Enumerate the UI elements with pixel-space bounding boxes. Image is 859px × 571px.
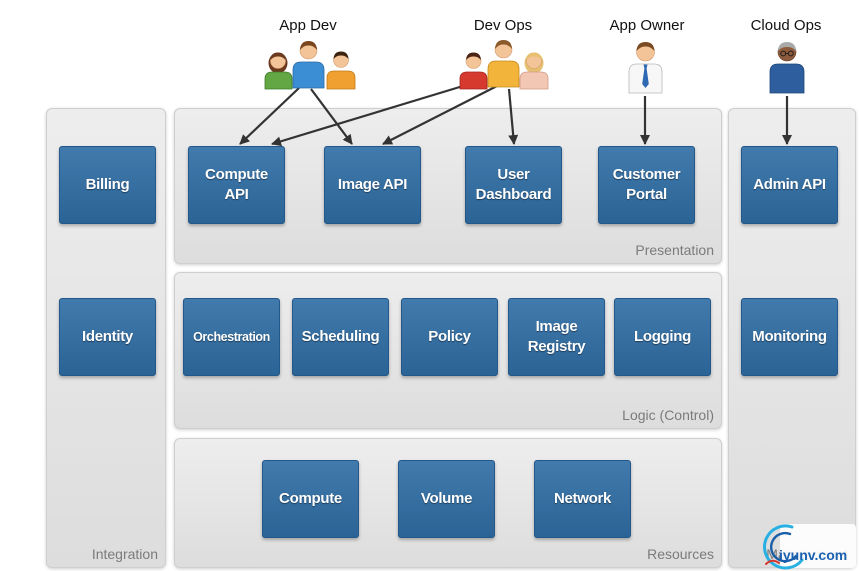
person-body-blue-shirt [769, 63, 805, 94]
person-icon [519, 52, 549, 90]
person-icon [264, 52, 293, 90]
actor-label-app-dev: App Dev [279, 17, 337, 34]
volume-component: Volume [398, 460, 495, 538]
logging-component: Logging [614, 298, 711, 376]
management-layer-panel: Admin API Monitoring Management [728, 108, 856, 568]
image-api-component-label: Image API [337, 176, 408, 193]
presentation-layer-label: Presentation [635, 242, 714, 258]
orchestration-component: Orchestration [183, 298, 280, 376]
compute-component-label: Compute [279, 490, 342, 507]
monitoring-component: Monitoring [741, 298, 838, 376]
user-dashboard-component: User Dashboard [465, 146, 562, 224]
customer-portal-component: Customer Portal [598, 146, 695, 224]
person-icon [459, 52, 488, 90]
identity-component-label: Identity [82, 328, 133, 345]
resources-layer-panel: Compute Volume Network Resources [174, 438, 722, 568]
glasses-icon [780, 50, 794, 57]
person-hair [466, 52, 481, 60]
glasses-lens-right [787, 50, 794, 57]
integration-layer-panel: Billing Identity Integration [46, 108, 166, 568]
person-body-pink [519, 71, 549, 90]
actor-label-app-owner: App Owner [609, 17, 685, 34]
person-hair [526, 52, 542, 60]
image-api-component: Image API [324, 146, 421, 224]
compute-component: Compute [262, 460, 359, 538]
person-head [494, 40, 513, 59]
logging-component-label: Logging [633, 328, 692, 345]
person-body-orange [326, 70, 356, 90]
cloud-ops-person-icon [769, 42, 805, 94]
policy-component: Policy [401, 298, 498, 376]
watermark-outer-arc [763, 524, 804, 570]
customer-portal-component-label: Customer Portal [612, 166, 681, 203]
monitoring-component-label: Monitoring [752, 328, 827, 345]
person-head [270, 53, 286, 69]
watermark-logo: iyunv.com [763, 524, 856, 570]
scheduling-component: Scheduling [292, 298, 389, 376]
person-hair [333, 51, 349, 59]
person-head [777, 42, 797, 62]
admin-api-component-label: Admin API [753, 176, 826, 193]
compute-api-component: Compute API [188, 146, 285, 224]
image-registry-component-label: Image Registry [527, 318, 586, 355]
network-component-label: Network [553, 490, 612, 507]
glasses-lens-left [780, 50, 787, 57]
person-hair [636, 42, 655, 51]
dev-ops-people-icon [459, 40, 549, 90]
app-owner-person-icon [628, 42, 663, 94]
scheduling-component-label: Scheduling [301, 328, 380, 345]
identity-component: Identity [59, 298, 156, 376]
logic-layer-panel: Orchestration Scheduling Policy Image Re… [174, 272, 722, 429]
watermark-red-swoosh [765, 559, 780, 565]
person-icon [326, 51, 356, 90]
actor-label-dev-ops: Dev Ops [473, 17, 533, 34]
actor-label-cloud-ops: Cloud Ops [750, 17, 822, 34]
person-body-blue [292, 61, 325, 89]
person-body-white-shirt [628, 63, 663, 94]
person-body-red [459, 71, 488, 90]
app-dev-people-icon [264, 41, 356, 90]
person-hair [270, 52, 286, 60]
presentation-layer-panel: Compute API Image API User Dashboard Cus… [174, 108, 722, 264]
user-dashboard-component-label: User Dashboard [475, 166, 552, 203]
person-head [465, 53, 482, 69]
integration-layer-label: Integration [91, 546, 158, 562]
resources-layer-label: Resources [647, 546, 714, 562]
person-hair [778, 42, 796, 51]
policy-component-label: Policy [428, 328, 471, 345]
tie-icon [642, 64, 649, 88]
billing-component-label: Billing [85, 176, 130, 193]
billing-component: Billing [59, 146, 156, 224]
person-head [333, 52, 349, 68]
person-body-yellow [487, 60, 520, 88]
logic-layer-label: Logic (Control) [622, 407, 714, 423]
network-component: Network [534, 460, 631, 538]
person-head [526, 53, 542, 69]
person-hair-back [268, 52, 288, 74]
person-body-green [264, 71, 293, 90]
image-registry-component: Image Registry [508, 298, 605, 376]
person-icon [487, 40, 520, 88]
person-hair [300, 41, 317, 50]
watermark-inner-arc [769, 531, 798, 563]
person-hair [495, 40, 512, 49]
admin-api-component: Admin API [741, 146, 838, 224]
volume-component-label: Volume [420, 490, 473, 507]
person-hair-back [524, 52, 544, 74]
orchestration-component-label: Orchestration [193, 330, 270, 344]
person-head [636, 42, 655, 62]
compute-api-component-label: Compute API [205, 166, 268, 203]
person-head [299, 41, 318, 60]
watermark-site-text: iyunv.com [779, 547, 847, 563]
person-icon [292, 41, 325, 89]
watermark-backdrop [780, 524, 856, 568]
